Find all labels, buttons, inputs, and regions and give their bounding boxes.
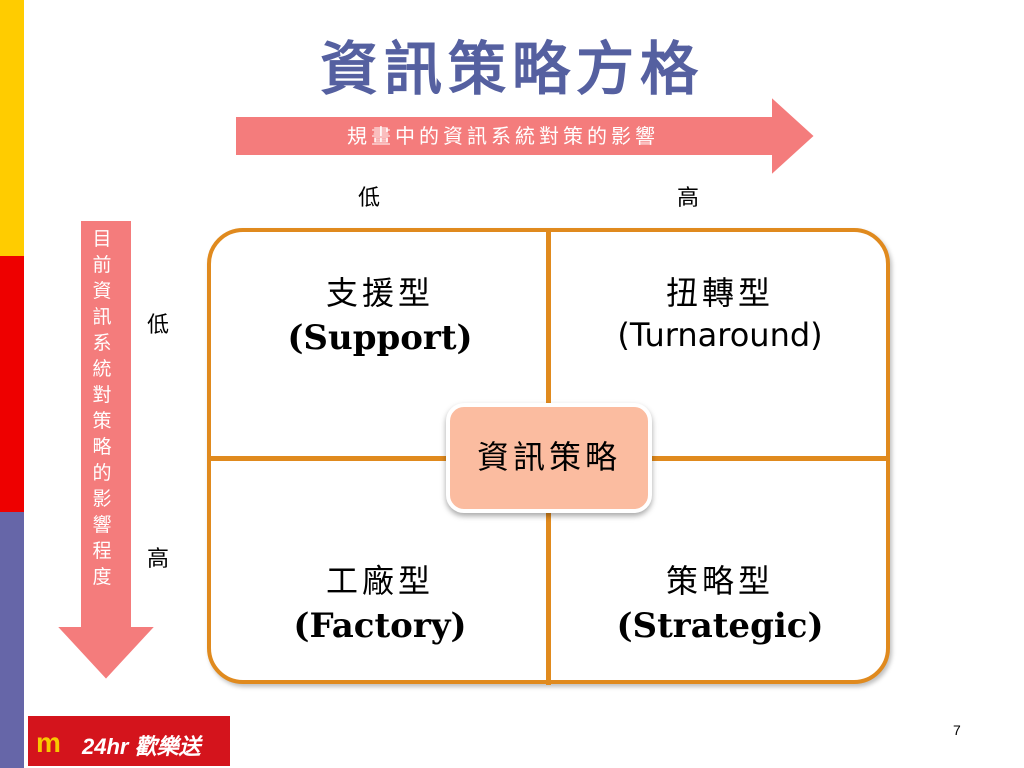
y-axis-low-label: 低 xyxy=(147,313,170,338)
x-axis-high-label: 高 xyxy=(677,186,700,211)
quadrant-support: 支援型 (Support) xyxy=(250,268,510,358)
vertical-arrow-char: 系 xyxy=(92,332,112,354)
logo-text: 24hr 歡樂送 xyxy=(82,734,201,759)
quadrant-strategic: 策略型 (Strategic) xyxy=(590,556,850,646)
vertical-arrow-char: 的 xyxy=(92,462,112,484)
quadrant-turnaround-zh: 扭轉型 xyxy=(665,274,774,312)
vertical-arrow-char: 目 xyxy=(92,228,112,250)
quadrant-turnaround-en: (Turnaround) xyxy=(617,316,823,354)
quadrant-factory-zh: 工廠型 xyxy=(325,562,434,600)
vertical-arrow-char: 略 xyxy=(92,436,112,458)
vertical-arrow-char: 訊 xyxy=(92,306,112,328)
stripe-yellow xyxy=(0,0,24,256)
vertical-arrow xyxy=(54,219,158,682)
x-axis-low-label: 低 xyxy=(358,186,381,211)
vertical-arrow-char: 影 xyxy=(92,488,112,510)
page-number: 7 xyxy=(953,722,961,738)
vertical-arrow-char: 策 xyxy=(92,410,112,432)
vertical-arrow-char: 前 xyxy=(92,254,112,276)
quadrant-turnaround: 扭轉型 (Turnaround) xyxy=(580,268,860,354)
quadrant-strategic-zh: 策略型 xyxy=(665,562,774,600)
vertical-arrow-char: 對 xyxy=(92,384,112,406)
horizontal-arrow-label: 規畫中的資訊系統對策的影響 xyxy=(347,124,659,148)
quadrant-strategic-en: (Strategic) xyxy=(616,606,824,646)
quadrant-support-zh: 支援型 xyxy=(325,274,434,312)
logo-mark: m xyxy=(36,727,61,758)
vertical-arrow-char: 統 xyxy=(92,358,112,380)
vertical-arrow-label: 目 前 資 訊 系 統 對 策 略 的 影 響 程 度 xyxy=(80,226,124,590)
center-label-box: 資訊策略 xyxy=(446,403,652,513)
quadrant-factory-en: (Factory) xyxy=(293,606,467,646)
slide-title: 資訊策略方格 xyxy=(319,35,704,103)
vertical-arrow-char: 度 xyxy=(92,566,112,588)
vertical-arrow-char: 資 xyxy=(92,280,112,302)
stripe-red xyxy=(0,256,24,512)
stripe-blue xyxy=(0,512,24,768)
y-axis-high-label: 高 xyxy=(147,547,170,572)
quadrant-factory: 工廠型 (Factory) xyxy=(250,556,510,646)
mcdonalds-logo: m 24hr 歡樂送 xyxy=(28,716,230,766)
quadrant-support-en: (Support) xyxy=(287,318,473,358)
vertical-arrow-char: 程 xyxy=(92,540,112,562)
horizontal-arrow xyxy=(234,94,817,178)
vertical-arrow-char: 響 xyxy=(92,514,112,536)
